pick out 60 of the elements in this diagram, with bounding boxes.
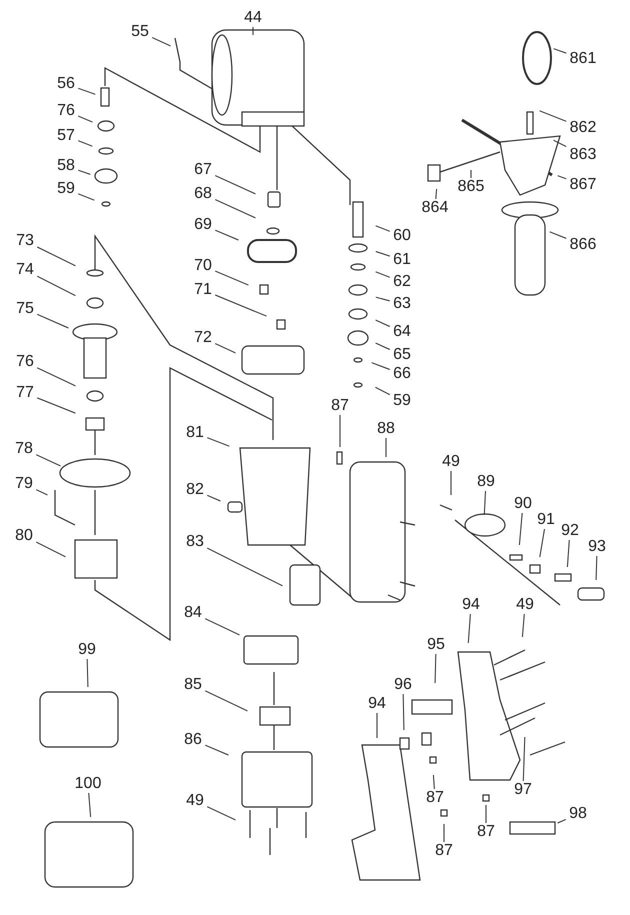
leader-line bbox=[206, 437, 230, 447]
leader-line bbox=[557, 818, 566, 824]
leader-line bbox=[435, 188, 438, 200]
leader-line bbox=[522, 614, 525, 638]
leader-line bbox=[553, 48, 567, 54]
leader-line bbox=[214, 175, 256, 194]
leader-line bbox=[214, 343, 236, 354]
leader-line bbox=[484, 490, 486, 516]
leader-line bbox=[470, 170, 472, 178]
leader-line bbox=[88, 792, 92, 818]
leader-line bbox=[204, 744, 229, 756]
leader-line bbox=[375, 296, 390, 302]
leader-line bbox=[36, 454, 61, 466]
leader-line bbox=[539, 110, 567, 122]
leader-line bbox=[374, 386, 390, 396]
leader-line bbox=[36, 397, 76, 414]
leader-line bbox=[36, 489, 48, 496]
leader-line bbox=[78, 88, 96, 95]
leader-line bbox=[152, 37, 171, 46]
leader-line bbox=[522, 736, 526, 782]
leader-line bbox=[36, 276, 76, 296]
leader-line bbox=[518, 512, 523, 546]
leader-line bbox=[376, 712, 378, 738]
leader-line bbox=[375, 225, 390, 232]
leader-line bbox=[78, 116, 93, 123]
leader-line bbox=[375, 342, 390, 350]
leader-line bbox=[402, 694, 404, 730]
leader-line bbox=[36, 246, 76, 266]
leader-line bbox=[36, 367, 76, 386]
leader-line bbox=[86, 658, 88, 688]
leader-line bbox=[214, 294, 267, 317]
leader-line bbox=[468, 614, 471, 644]
leader-line bbox=[553, 140, 567, 148]
leader-line bbox=[214, 230, 239, 240]
leader-line bbox=[557, 175, 567, 180]
leader-line bbox=[78, 170, 91, 175]
leader-line bbox=[78, 193, 95, 201]
leader-line bbox=[204, 618, 240, 636]
leader-line bbox=[375, 251, 390, 257]
leader-line bbox=[206, 548, 283, 586]
leader-line bbox=[206, 494, 221, 502]
leader-line bbox=[204, 690, 248, 712]
leader-line bbox=[36, 542, 66, 558]
leader-line bbox=[206, 806, 236, 820]
leader-line bbox=[371, 362, 390, 370]
leader-line bbox=[432, 774, 435, 790]
leader-line bbox=[214, 270, 249, 286]
leader-line bbox=[375, 271, 390, 278]
callout-number: 91 bbox=[536, 511, 556, 529]
leader-line bbox=[78, 140, 93, 147]
leader-line bbox=[549, 231, 567, 239]
leader-line bbox=[539, 528, 545, 558]
leader-line bbox=[36, 314, 69, 328]
leader-line bbox=[596, 556, 598, 580]
leader-line bbox=[252, 26, 254, 36]
leader-line bbox=[450, 470, 452, 496]
leader-line bbox=[214, 199, 256, 218]
leader-line bbox=[375, 320, 390, 327]
leader-line bbox=[566, 540, 570, 568]
leader-line bbox=[434, 654, 436, 684]
